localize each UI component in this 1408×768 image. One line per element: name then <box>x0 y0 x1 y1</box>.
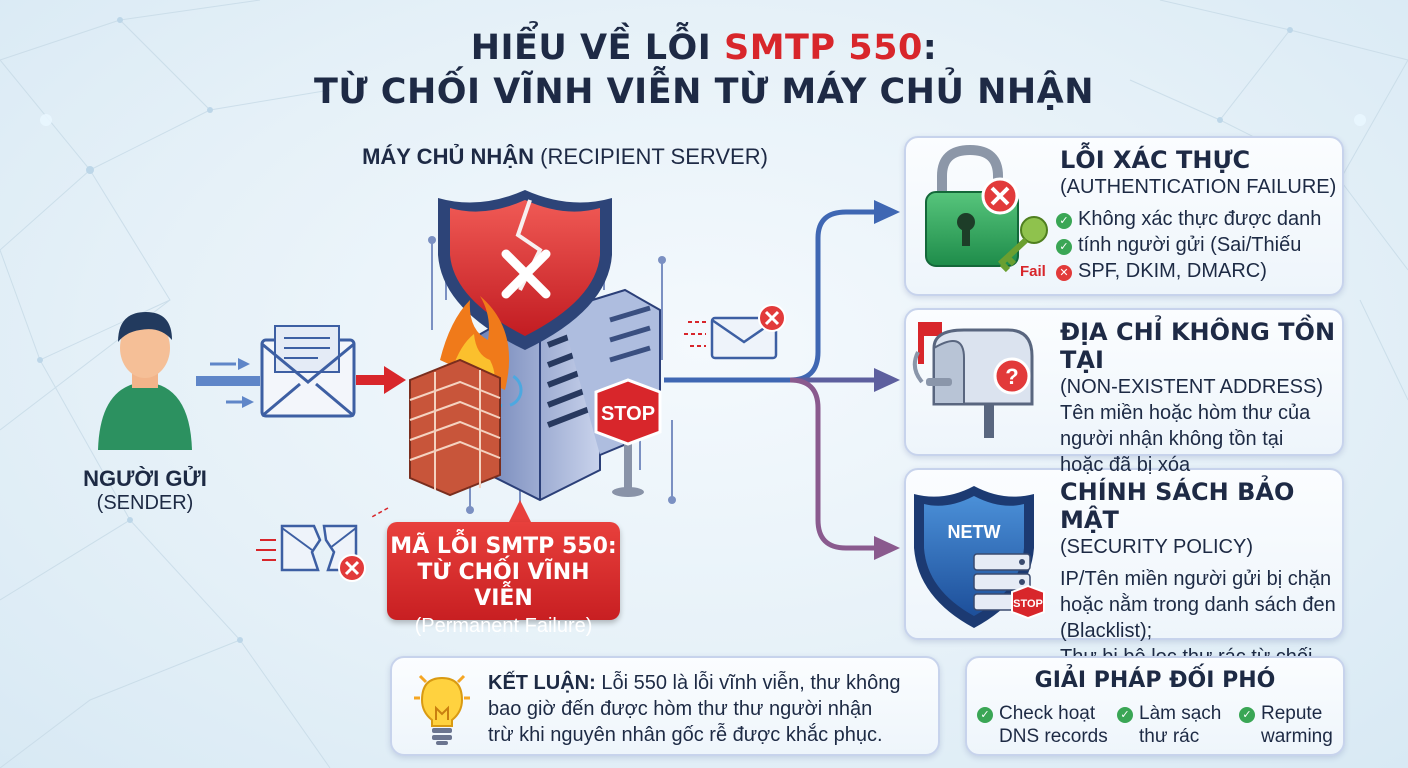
conclusion-label: KẾT LUẬN: <box>488 672 596 694</box>
cause-line: hoặc nằm trong danh sách đen <box>1060 594 1336 616</box>
conclusion-box: KẾT LUẬN: Lỗi 550 là lỗi vĩnh viễn, thư … <box>390 656 940 756</box>
cause-subtitle: (NON-EXISTENT ADDRESS) <box>1060 376 1323 398</box>
solution-item: ✓Repute warming <box>1239 702 1333 748</box>
check-icon: ✓ <box>1239 707 1255 723</box>
cause-title: CHÍNH SÁCH BẢO MẬT <box>1060 478 1295 534</box>
solution-item: ✓Check hoạt DNS records <box>977 702 1108 748</box>
sender-avatar-icon <box>98 312 192 450</box>
cause-title: ĐỊA CHỈ KHÔNG TỒN TẠI <box>1060 318 1336 374</box>
solutions-box: GIẢI PHÁP ĐỐI PHÓ ✓Check hoạt DNS record… <box>965 656 1345 756</box>
cause-subtitle: (SECURITY POLICY) <box>1060 536 1253 558</box>
mailbox-icon: ? <box>912 322 1034 438</box>
cause-line: ✕SPF, DKIM, DMARC) <box>1056 258 1340 284</box>
cause-authentication-text: LỖI XÁC THỰC (AUTHENTICATION FAILURE) ✓K… <box>1056 146 1340 284</box>
cause-line: ✓Không xác thực được danh <box>1056 206 1340 232</box>
cause-line: người nhận không tồn tại <box>1060 428 1284 450</box>
network-shield-icon: NETW STOP <box>914 486 1045 628</box>
solution-item: ✓Làm sạch thư rác <box>1117 702 1221 748</box>
cause-line: (Blacklist); <box>1060 620 1153 642</box>
cause-line: Tên miền hoặc hòm thư của <box>1060 402 1311 424</box>
cause-line: IP/Tên miền người gửi bị chặn <box>1060 568 1332 590</box>
cause-title: LỖI XÁC THỰC <box>1060 146 1251 174</box>
svg-text:STOP: STOP <box>1013 598 1043 610</box>
solutions-title: GIẢI PHÁP ĐỐI PHÓ <box>1034 668 1276 693</box>
firewall-icon <box>409 296 510 497</box>
envelope-icon <box>260 325 356 418</box>
check-icon: ✓ <box>1056 213 1072 229</box>
sender-arrow <box>196 376 260 386</box>
bounced-envelope-icon <box>256 507 389 582</box>
check-icon: ✓ <box>1117 707 1133 723</box>
cause-icons: Fail ? NETW STOP <box>912 144 1048 628</box>
sender-name-en: (SENDER) <box>96 492 194 514</box>
stop-sign-icon: STOP <box>594 378 662 497</box>
cause-security-text: CHÍNH SÁCH BẢO MẬT (SECURITY POLICY) IP/… <box>1060 478 1344 670</box>
cause-address-text: ĐỊA CHỈ KHÔNG TỒN TẠI (NON-EXISTENT ADDR… <box>1060 318 1344 478</box>
cause-line: hoặc đã bị xóa <box>1060 454 1191 476</box>
padlock-fail-icon: Fail <box>925 144 1048 280</box>
broken-shield-icon <box>438 190 612 350</box>
page-title: HIỂU VỀ LỖI SMTP 550: TỪ CHỐI VĨNH VIỄN … <box>313 28 1095 112</box>
check-icon: ✓ <box>1056 239 1072 255</box>
check-icon: ✓ <box>977 707 993 723</box>
sender-name: NGƯỜI GỬI <box>83 466 207 491</box>
svg-text:STOP: STOP <box>601 403 655 425</box>
svg-text:Fail: Fail <box>1020 263 1046 280</box>
lightbulb-icon <box>414 674 470 745</box>
cause-line: ✓tính người gửi (Sai/Thiếu <box>1056 232 1340 258</box>
sender-label: NGƯỜI GỬI (SENDER) <box>70 466 220 515</box>
rejected-envelope-icon <box>684 304 786 360</box>
svg-text:NETW: NETW <box>948 522 1001 542</box>
svg-text:?: ? <box>1005 364 1018 389</box>
cross-icon: ✕ <box>1056 265 1072 281</box>
cause-subtitle: (AUTHENTICATION FAILURE) <box>1060 176 1337 198</box>
error-code-box: MÃ LỖI SMTP 550: TỪ CHỐI VĨNH VIỄN (Perm… <box>387 522 620 637</box>
server-label: MÁY CHỦ NHẬN (RECIPIENT SERVER) <box>362 144 768 169</box>
